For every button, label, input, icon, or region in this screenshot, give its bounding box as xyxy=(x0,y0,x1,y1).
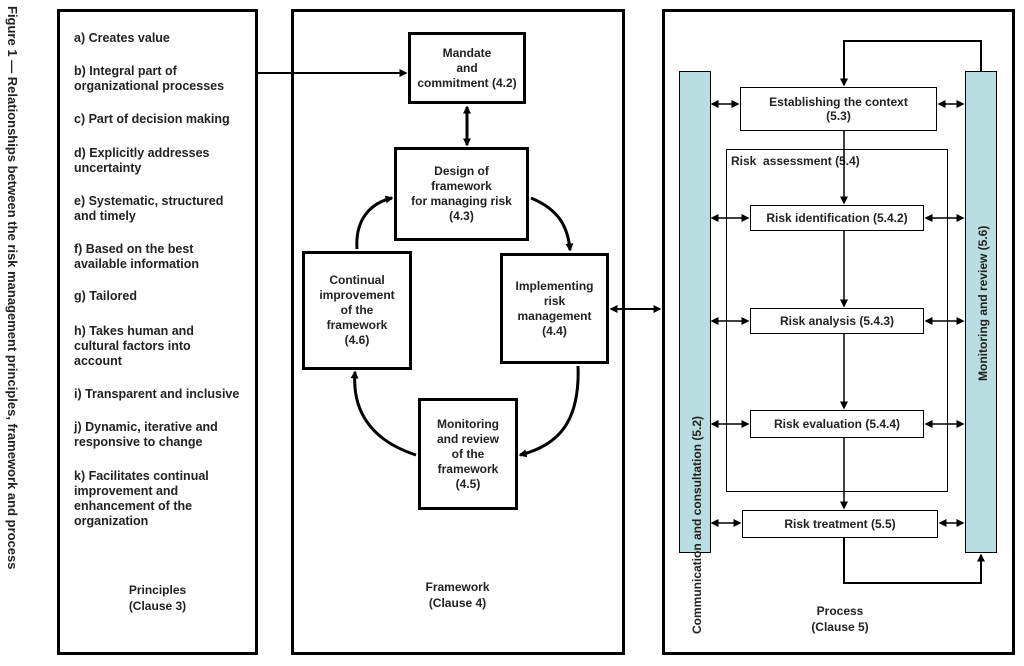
context-box: Establishing the context (5.3) xyxy=(740,87,937,131)
principle-item: h) Takes human and cultural factors into… xyxy=(74,324,194,368)
framework-label: Framework (Clause 4) xyxy=(425,580,490,610)
principle-item: d) Explicitly addresses uncertainty xyxy=(74,146,210,175)
principle-item: k) Facilitates continual improvement and… xyxy=(74,469,209,528)
design-box: Design of framework for managing risk (4… xyxy=(394,147,529,241)
mandate-box: Mandate and commitment (4.2) xyxy=(408,32,526,104)
monitoring-loop-bottom xyxy=(843,538,985,584)
implementing-box: Implementing risk management (4.4) xyxy=(500,253,609,364)
monitoring-to-continual-arrow xyxy=(350,370,417,457)
monitoring-review-bar xyxy=(965,71,997,553)
communication-bar xyxy=(679,71,711,553)
continual-to-design-arrow xyxy=(355,195,394,250)
principles-panel xyxy=(57,9,258,655)
risk-identification-box: Risk identification (5.4.2) xyxy=(750,205,924,231)
continual-improvement-box: Continual improvement of the framework (… xyxy=(302,251,412,370)
principle-item: g) Tailored xyxy=(74,289,137,303)
principle-item: c) Part of decision making xyxy=(74,112,230,126)
principle-item: f) Based on the best available informati… xyxy=(74,242,200,271)
principle-item: j) Dynamic, iterative and responsive to … xyxy=(74,420,218,449)
principles-label: Principles (Clause 3) xyxy=(128,583,187,613)
risk-evaluation-box: Risk evaluation (5.4.4) xyxy=(750,410,924,438)
monitoring-box: Monitoring and review of the framework (… xyxy=(418,398,518,510)
principle-item: e) Systematic, structured and timely xyxy=(74,194,224,223)
principle-item: a) Creates value xyxy=(74,31,170,45)
monitoring-loop-top xyxy=(840,40,982,87)
risk-assessment-label: Risk assessment (5.4) xyxy=(731,154,860,168)
principle-item: i) Transparent and inclusive xyxy=(74,387,240,401)
implementing-to-monitoring-arrow xyxy=(518,365,580,458)
risk-analysis-box: Risk analysis (5.4.3) xyxy=(750,308,924,334)
risk-treatment-box: Risk treatment (5.5) xyxy=(742,510,938,538)
principle-item: b) Integral part of organizational proce… xyxy=(74,64,225,93)
process-label: Process (Clause 5) xyxy=(811,604,869,634)
design-to-implementing-arrow xyxy=(530,196,574,252)
